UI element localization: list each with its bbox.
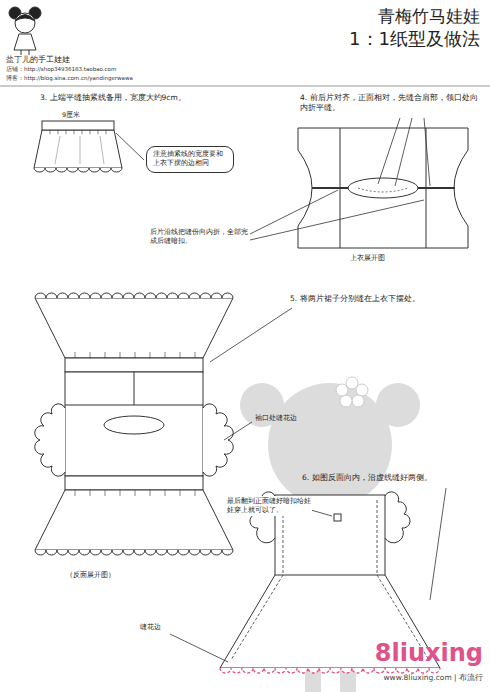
note-text: 上衣展开图 [350, 254, 420, 263]
note-box: 注意抽紧线的宽度要和上衣下摆的边相同 [146, 146, 234, 173]
bodice-pattern [298, 128, 468, 248]
note-text: 注意抽紧线的宽度要和上衣下摆的边相同 [153, 150, 227, 169]
note-text: 袖口处缝花边 [255, 414, 335, 423]
page-title: 青梅竹马娃娃 [330, 5, 480, 27]
note-text: 1：1纸型及做法 [300, 27, 480, 50]
note-text: 盐丁儿的手工娃娃 [6, 55, 96, 65]
dress-reverse [35, 293, 234, 555]
note-text: 博客：http://blog.sina.com.cn/yandingerwawa [6, 75, 181, 82]
watermark: www.8liuxing.com | 布流行 [300, 673, 483, 683]
note-text: 6. 如图反面向内，沿虚线缝好两侧。 [302, 473, 480, 483]
note-text: 4. 前后片对齐，正面相对，先缝合肩部，领口处向内折平缝。 [300, 93, 478, 113]
note-text: 缝花边 [140, 623, 180, 632]
skirt-figure [34, 121, 122, 172]
note-text: 3. 上端平缝抽紧线备用，宽度大约9cm。 [40, 93, 260, 103]
leader-lines [116, 118, 446, 662]
note-text: 5. 将两片裙子分别缝在上衣下摆处。 [290, 294, 480, 304]
note-text: （反面展开图） [66, 571, 156, 580]
note-text: 店铺：http://shop34936183.taobao.com [6, 66, 166, 73]
note-text: 9厘米 [62, 111, 102, 119]
note-text: 后片沿线把缝份向内折，全部完成后缝暗扣。 [150, 228, 248, 246]
note-text: 最后翻到正面缝好暗扣给娃娃穿上就可以了。 [226, 496, 312, 516]
header-rule [0, 86, 490, 87]
logo-doll [9, 7, 41, 55]
watermark: 8liuxing [325, 638, 483, 669]
